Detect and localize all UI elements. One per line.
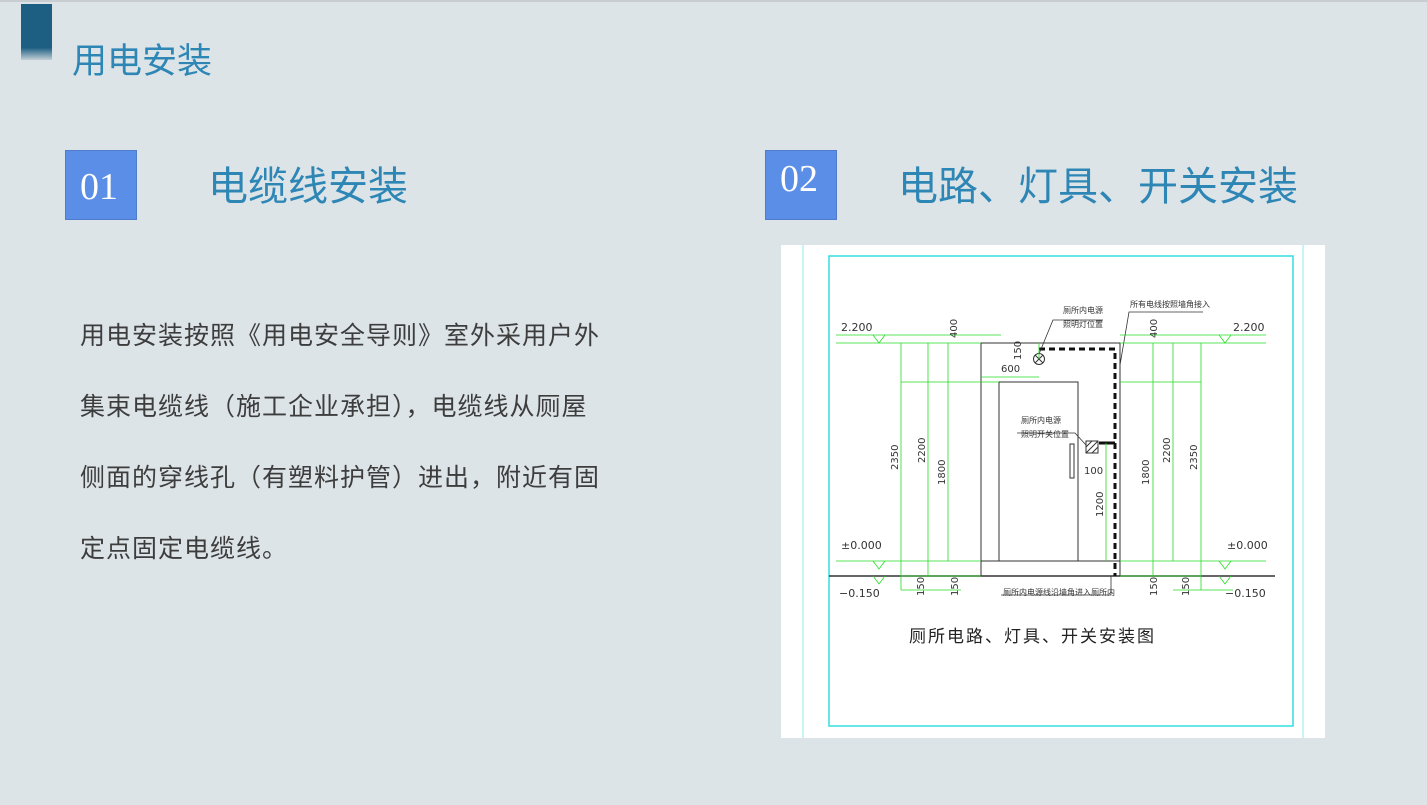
dim-600: 600 (1001, 364, 1020, 375)
elev-zero-right: ±0.000 (1227, 539, 1268, 552)
section-02-number: 02 (780, 158, 818, 200)
wire-route (1039, 347, 1117, 576)
dim-2200-left: 2200 (917, 438, 928, 463)
elev-bottom-right: −0.150 (1225, 587, 1266, 600)
dim-1800-right: 1800 (1141, 460, 1152, 485)
note-lamp-line1: 厕所内电源 (1063, 305, 1103, 315)
dim-150-left-a: 150 (916, 577, 927, 596)
dim-150-left-b: 150 (950, 577, 961, 596)
dim-400-right: 400 (1149, 319, 1160, 338)
dim-150-lamp: 150 (1013, 341, 1024, 360)
dim-400-left: 400 (949, 319, 960, 338)
section-01-badge: 01 (65, 150, 137, 220)
section-02-title: 电路、灯具、开关安装 (898, 164, 1298, 210)
note-entry: 厕所内电源线沿墙角进入厕所内 (1003, 587, 1115, 597)
dim-2350-left: 2350 (890, 445, 901, 470)
note-switch-line1: 厕所内电源 (1021, 415, 1061, 425)
dim-150-right-b: 150 (1181, 577, 1192, 596)
body-paragraph: 用电安装按照《用电安全导则》室外采用户外集束电缆线（施工企业承担），电缆线从厕屋… (80, 321, 601, 563)
elev-bottom-left: −0.150 (839, 587, 880, 600)
drawing-caption: 厕所电路、灯具、开关安装图 (909, 627, 1156, 647)
elev-top-left: 2.200 (841, 321, 873, 334)
title-accent-bar (21, 4, 52, 60)
toilet-building (980, 342, 1121, 577)
dim-100: 100 (1084, 466, 1103, 477)
section-02-badge: 02 (765, 150, 837, 220)
dim-1200: 1200 (1095, 492, 1106, 517)
section-01-number: 01 (80, 166, 118, 208)
page-title: 用电安装 (72, 42, 213, 82)
dimension-lines (836, 334, 1266, 591)
dim-2350-right: 2350 (1189, 445, 1200, 470)
section-01-title: 电缆线安装 (208, 164, 408, 210)
inner-frame (828, 255, 1294, 727)
dim-150-right-a: 150 (1149, 577, 1160, 596)
note-wires: 所有电线按照墙角接入 (1130, 299, 1210, 309)
note-lamp-line2: 照明灯位置 (1063, 319, 1103, 329)
note-switch-line2: 照明开关位置 (1021, 429, 1069, 439)
elev-top-right: 2.200 (1233, 321, 1265, 334)
elev-zero-left: ±0.000 (841, 539, 882, 552)
dim-1800-left: 1800 (937, 460, 948, 485)
top-divider (0, 0, 1427, 2)
switch-icon (1085, 440, 1099, 454)
toilet-wiring-drawing: 2.200 ±0.000 −0.150 2.200 ±0.000 −0.150 … (781, 245, 1325, 738)
dim-2200-right: 2200 (1162, 438, 1173, 463)
